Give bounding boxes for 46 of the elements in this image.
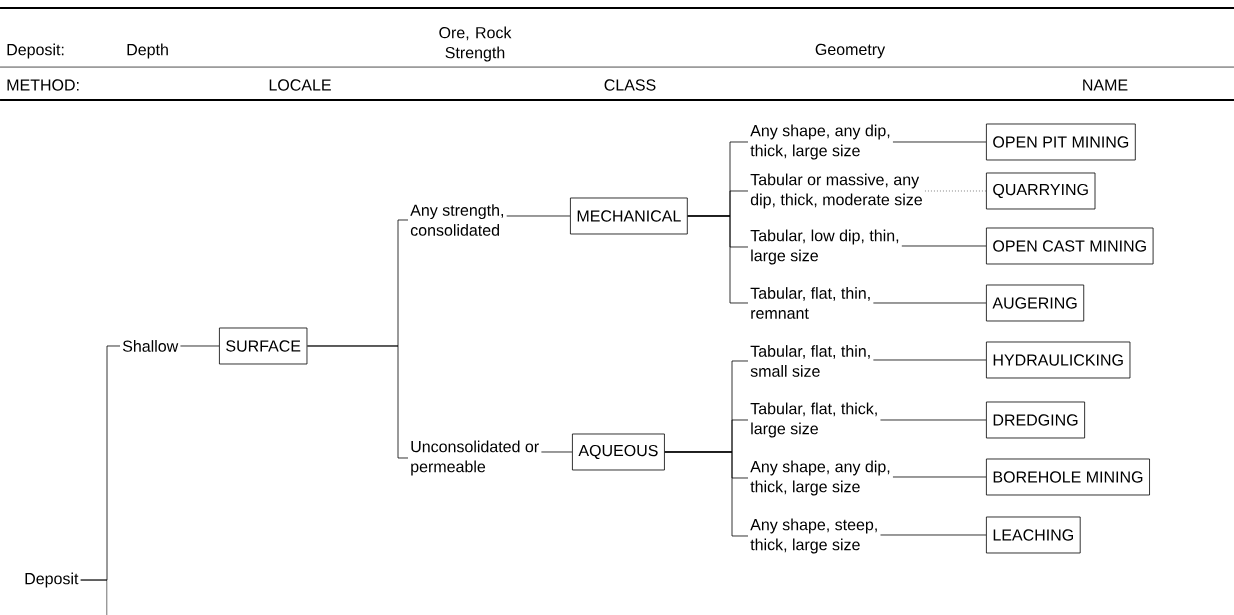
text-label: Any shape, any dip, thick, large size (750, 124, 890, 160)
method-box: OPEN CAST MINING (986, 227, 1154, 265)
method-box: MECHANICAL (570, 197, 688, 235)
text-label: Unconsolidated or permeable (411, 440, 539, 476)
text-label: Tabular or massive, any dip, thick, moderate size (750, 173, 922, 209)
connector-line (687, 215, 749, 304)
connector-line (307, 345, 409, 459)
connector-line (872, 359, 987, 361)
method-box: HYDRAULICKING (986, 341, 1131, 379)
connector-line (872, 302, 987, 304)
connector-line (180, 345, 220, 347)
column-header: Geometry (815, 43, 886, 59)
method-box: BOREHOLE MINING (986, 458, 1150, 496)
text-label: Any shape, any dip, thick, large size (750, 460, 890, 496)
text-label: Deposit (25, 572, 79, 588)
method-box: QUARRYING (986, 172, 1096, 210)
text-label: Any strength, consolidated (410, 204, 504, 236)
method-box: AUGERING (986, 284, 1085, 322)
text-label: Any shape, steep, thick, large size (750, 518, 877, 554)
connector-line (880, 534, 987, 536)
text-label: Tabular, flat, thick, large size (750, 402, 877, 438)
connector-line (924, 190, 987, 192)
connector-line (892, 141, 987, 143)
column-header: Deposit: (7, 43, 64, 59)
column-header: Ore, Rock Strength (439, 26, 512, 62)
connector-line (506, 215, 571, 217)
method-box: AQUEOUS (572, 433, 665, 471)
connector-line (664, 451, 749, 537)
column-header: METHOD: (7, 79, 79, 91)
column-header: Depth (127, 43, 168, 59)
method-box: OPEN PIT MINING (986, 123, 1136, 161)
text-label: Tabular, low dip, thin, large size (750, 229, 899, 265)
connector-line (892, 476, 987, 478)
method-box: SURFACE (219, 327, 308, 365)
connector-line (541, 451, 573, 453)
column-header: CLASS (604, 79, 656, 91)
column-header: NAME (1083, 79, 1128, 91)
connector-line (880, 419, 987, 421)
text-label: Tabular, flat, thin, remnant (750, 287, 870, 319)
column-header: LOCALE (269, 79, 331, 91)
text-label: Tabular, flat, thin, small size (750, 345, 870, 377)
connector-line (901, 245, 987, 247)
text-label: Shallow (122, 340, 179, 352)
connector-line (80, 579, 108, 615)
method-box: DREDGING (986, 401, 1086, 439)
method-box: LEACHING (986, 516, 1081, 554)
